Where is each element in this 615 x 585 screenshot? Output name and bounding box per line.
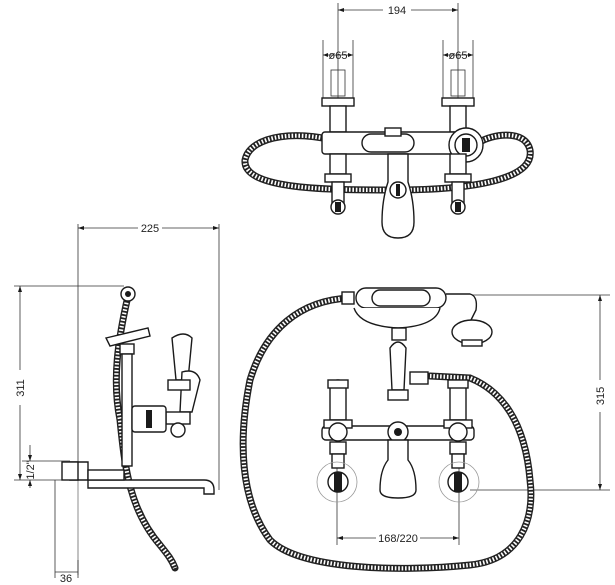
front-centres-dimension: 168/220: [378, 533, 418, 545]
top-left-diameter-dimension: ø65: [329, 50, 348, 62]
front-view-hose: [239, 294, 535, 572]
side-view: 225 311 1/2" 36: [14, 223, 220, 585]
side-thread-dimension: 1/2": [25, 460, 37, 479]
front-height-dimension: 315: [595, 387, 607, 405]
front-view: 315 168/220: [239, 287, 610, 572]
side-height-dimension: 311: [15, 379, 27, 397]
side-base-dimension: 36: [60, 573, 72, 585]
top-view: 194 ø65 ø65: [241, 3, 534, 239]
side-width-dimension: 225: [141, 223, 159, 235]
top-right-diameter-dimension: ø65: [449, 50, 468, 62]
top-width-dimension: 194: [388, 5, 406, 17]
